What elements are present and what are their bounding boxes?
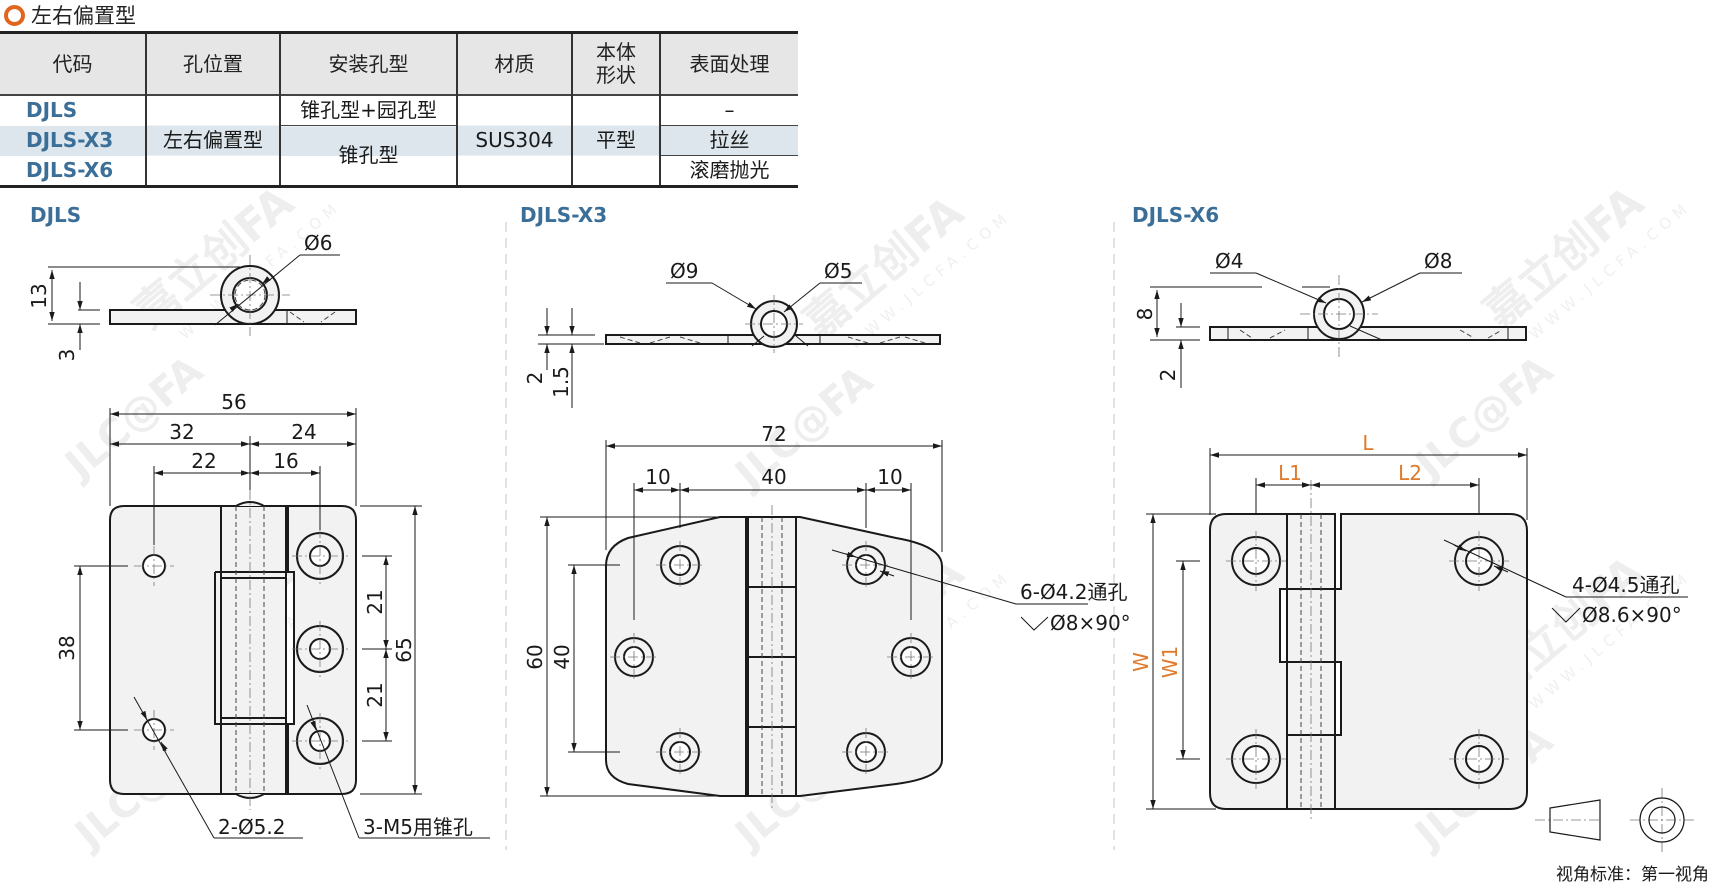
djls-x6-side-view: 8 2 Ø4 Ø8 xyxy=(1133,249,1527,388)
section-title-text: 左右偏置型 xyxy=(31,4,136,28)
dim-x3-edge-offset-left: 10 xyxy=(645,465,670,489)
dim-djls-thickness: 3 xyxy=(55,349,79,362)
dim-x3-hole-pitch: 40 xyxy=(550,644,574,669)
table-row: DJLS 左右偏置型 锥孔型+园孔型 SUS304 平型 – xyxy=(0,94,798,187)
countersink-symbol-icon xyxy=(1551,607,1581,623)
dim-x3-thickness-2: 1.5 xyxy=(549,366,573,398)
header-surface: 表面处理 xyxy=(660,32,798,95)
dim-djls-right-leaf: 24 xyxy=(291,420,316,444)
cell-code: DJLS-X6 xyxy=(0,155,147,187)
dim-djls-left-hole-pitch: 38 xyxy=(55,635,79,660)
dim-djls-left-leaf: 32 xyxy=(169,420,194,444)
cell-surface: 滚磨抛光 xyxy=(689,158,770,182)
cell-hole-position: 左右偏置型 xyxy=(146,94,281,187)
note-djls-round-holes: 2-Ø5.2 xyxy=(218,815,286,839)
label-djls: DJLS xyxy=(30,203,81,227)
cell-code: DJLS-X3 xyxy=(0,125,147,156)
label-djls-x3: DJLS-X3 xyxy=(520,203,607,227)
table-row: DJLS-X3 锥孔型 拉丝 xyxy=(0,125,798,187)
note-x3-countersink: Ø8×90° xyxy=(1050,611,1131,635)
dim-djls-height: 13 xyxy=(27,283,51,308)
projection-note: 视角标准：第一视角 xyxy=(1556,865,1709,885)
dim-x3-thickness-1: 2 xyxy=(523,372,547,385)
cell-material: SUS304 xyxy=(457,94,573,187)
cell-surface: – xyxy=(660,94,798,126)
label-djls-x6: DJLS-X6 xyxy=(1132,203,1219,227)
dim-x6-overall-width: W xyxy=(1129,652,1153,672)
dim-x6-hole-pitch: W1 xyxy=(1158,646,1182,679)
dim-x6-knuckle-outer: Ø8 xyxy=(1424,249,1452,273)
section-title: 左右偏置型 xyxy=(4,1,136,29)
dim-djls-overall-width: 65 xyxy=(392,637,416,662)
header-body-shape-line1: 本体 xyxy=(596,40,636,64)
svg-text:JLC@FA: JLC@FA xyxy=(725,357,882,499)
dim-djls-left-hole-offset: 22 xyxy=(191,449,216,473)
watermark: 嘉立创FA WWW.JLCFA.COM JLC@FA xyxy=(1405,177,1695,490)
djls-side-view: 13 3 Ø6 xyxy=(27,231,357,362)
material-text: SUS304 xyxy=(475,128,554,152)
svg-text:JLC@FA: JLC@FA xyxy=(55,347,212,489)
dim-x6-pin-diameter: Ø4 xyxy=(1215,249,1243,273)
header-hole-position: 孔位置 xyxy=(146,32,281,95)
dim-djls-right-pitch-2: 21 xyxy=(363,682,387,707)
dim-djls-overall-length: 56 xyxy=(221,390,246,414)
dim-x3-overall-length: 72 xyxy=(761,422,786,446)
dim-x3-overall-width: 60 xyxy=(523,644,547,669)
header-code: 代码 xyxy=(0,32,147,95)
cell-body-shape: 平型 xyxy=(572,94,661,187)
x3-left-leaf xyxy=(605,516,747,797)
dim-x3-hole-span: 40 xyxy=(761,465,786,489)
table-header-row: 代码 孔位置 安装孔型 材质 本体 形状 表面处理 xyxy=(0,32,798,95)
circle-bullet-icon xyxy=(4,4,25,26)
djls-left-leaf xyxy=(109,505,222,795)
djls-x3-front-view: 72 10 40 10 60 40 6-Ø4.2通孔 Ø8×90° xyxy=(523,422,1131,808)
dim-x3-edge-offset-right: 10 xyxy=(877,465,902,489)
cell-surface: 拉丝 xyxy=(660,125,798,156)
table-row: DJLS-X6 滚磨抛光 xyxy=(0,155,798,187)
x3-right-leaf xyxy=(795,516,943,797)
dim-x6-right-offset: L2 xyxy=(1398,461,1422,485)
header-mount-hole-type: 安装孔型 xyxy=(280,32,458,95)
dim-x3-pin-diameter: Ø5 xyxy=(824,259,852,283)
dim-x6-thickness: 2 xyxy=(1156,369,1180,382)
djls-knuckle-front xyxy=(220,505,287,795)
note-djls-countersunk: 3-M5用锥孔 xyxy=(363,815,473,839)
cell-mount-hole-type: 锥孔型+园孔型 xyxy=(280,94,458,126)
dim-djls-right-pitch-1: 21 xyxy=(363,589,387,614)
spec-table: 代码 孔位置 安装孔型 材质 本体 形状 表面处理 DJLS 左右偏置型 锥孔型… xyxy=(0,31,798,188)
cell-code: DJLS xyxy=(0,94,147,126)
body-shape-text: 平型 xyxy=(596,128,636,152)
header-body-shape-line2: 形状 xyxy=(596,63,636,87)
note-x6-countersink: Ø8.6×90° xyxy=(1582,603,1682,627)
cell-mount-hole-type: 锥孔型 xyxy=(280,125,458,187)
dim-djls-right-hole-offset: 16 xyxy=(273,449,298,473)
dim-x3-knuckle-outer: Ø9 xyxy=(670,259,698,283)
watermark: 嘉立创FA WWW.JLCFA.COM JLC@FA xyxy=(725,187,1015,500)
djls-x6-front-view: L L1 L2 W W1 4-Ø4.5通孔 Ø8.6×90° xyxy=(1129,431,1688,820)
dim-x6-height: 8 xyxy=(1133,308,1157,321)
header-material: 材质 xyxy=(457,32,573,95)
note-x6-holes: 4-Ø4.5通孔 xyxy=(1572,573,1680,597)
mount-hole-type-text: 锥孔型 xyxy=(338,143,399,167)
djls-front-view: 56 32 24 22 16 38 21 21 65 2-Ø5.2 3-M5用锥… xyxy=(55,390,490,839)
svg-text:JLC@FA: JLC@FA xyxy=(1405,347,1562,489)
dim-x6-left-offset: L1 xyxy=(1278,461,1302,485)
header-body-shape: 本体 形状 xyxy=(572,32,661,95)
hole-position-text: 左右偏置型 xyxy=(163,128,263,152)
dim-djls-pin-diameter: Ø6 xyxy=(304,231,332,255)
dim-x6-overall-length: L xyxy=(1362,431,1374,455)
djls-x3-side-view: 2 1.5 Ø9 Ø5 xyxy=(523,259,941,408)
countersink-symbol-icon xyxy=(1020,616,1049,631)
note-x3-holes: 6-Ø4.2通孔 xyxy=(1020,580,1128,604)
first-angle-projection-icon xyxy=(1535,788,1694,852)
